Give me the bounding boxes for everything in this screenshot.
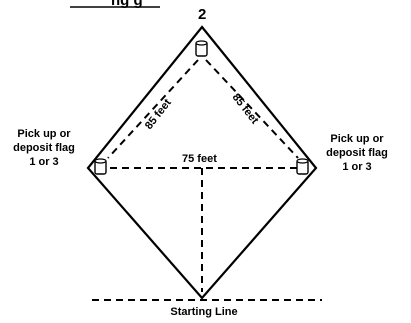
starting-line-label: Starting Line bbox=[170, 306, 237, 318]
right-diagonal-distance-label: 85 feet bbox=[230, 91, 261, 126]
title-fragment: ng g bbox=[111, 0, 143, 9]
right-diagonal-path bbox=[205, 59, 299, 159]
right-pickup-label-line1: Pick up or bbox=[330, 133, 384, 145]
top-flag-canister-icon bbox=[195, 40, 208, 57]
right-pickup-label-line2: deposit flag bbox=[326, 147, 388, 159]
right-pickup-label-line3: 1 or 3 bbox=[342, 161, 371, 173]
left-pickup-label-line3: 1 or 3 bbox=[29, 156, 58, 168]
left-pickup-label-line2: deposit flag bbox=[13, 142, 75, 154]
horizontal-distance-label: 75 feet bbox=[182, 153, 217, 165]
left-flag-canister-icon bbox=[94, 158, 107, 175]
left-diagonal-path bbox=[107, 59, 199, 159]
left-pickup-label-line1: Pick up or bbox=[17, 128, 71, 140]
course-outline bbox=[86, 25, 318, 300]
top-position-number: 2 bbox=[198, 6, 206, 23]
right-flag-canister-icon bbox=[296, 158, 309, 175]
